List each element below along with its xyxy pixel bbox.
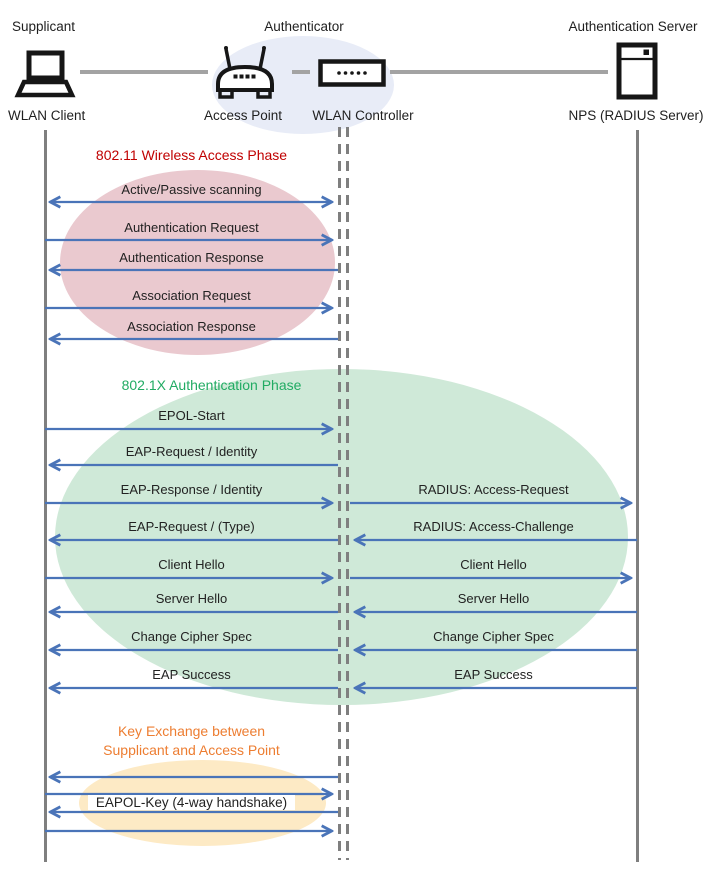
device-access-point: Access Point bbox=[203, 108, 283, 123]
message-label-change-cipher-right: Change Cipher Spec bbox=[433, 629, 554, 644]
device-wlan-client: WLAN Client bbox=[8, 108, 86, 123]
message-label-authentication-response: Authentication Response bbox=[119, 250, 264, 265]
phase3-title-line2: Supplicant and Access Point bbox=[103, 742, 280, 758]
message-label-change-cipher-left: Change Cipher Spec bbox=[131, 629, 252, 644]
role-supplicant: Supplicant bbox=[12, 19, 76, 34]
message-label-eap-success-right: EAP Success bbox=[454, 667, 533, 682]
role-authenticator: Authenticator bbox=[264, 19, 344, 34]
device-wlan-controller: WLAN Controller bbox=[312, 108, 414, 123]
phase3-title-line1: Key Exchange between bbox=[117, 723, 266, 739]
device-nps-radius-server: NPS (RADIUS Server) bbox=[568, 108, 704, 123]
message-label-client-hello-left: Client Hello bbox=[158, 557, 225, 572]
access-point-icon bbox=[216, 46, 274, 99]
laptop-icon bbox=[14, 50, 76, 98]
wlan-controller-icon bbox=[318, 59, 386, 87]
server-lifeline bbox=[636, 130, 639, 862]
message-label-eap-request-type: EAP-Request / (Type) bbox=[128, 519, 255, 534]
connector-line-segment bbox=[390, 70, 608, 74]
message-label-association-request: Association Request bbox=[132, 288, 251, 303]
message-label-radius-access-request: RADIUS: Access-Request bbox=[418, 482, 569, 497]
eapol-key-text: EAPOL-Key (4-way handshake) bbox=[87, 795, 296, 810]
connector-line-segment bbox=[80, 70, 208, 74]
role-authentication-server: Authentication Server bbox=[568, 19, 698, 34]
server-icon bbox=[616, 42, 658, 100]
message-label-active-passive-scanning: Active/Passive scanning bbox=[121, 182, 262, 197]
phase2-title: 802.1X Authentication Phase bbox=[121, 377, 302, 393]
phase1-title: 802.11 Wireless Access Phase bbox=[95, 147, 288, 163]
message-label-eap-request-identity: EAP-Request / Identity bbox=[125, 444, 258, 459]
message-label-eapol-key: EAPOL-Key (4-way handshake) bbox=[46, 795, 337, 811]
message-label-server-hello-left: Server Hello bbox=[155, 591, 228, 606]
message-label-radius-access-challenge: RADIUS: Access-Challenge bbox=[413, 519, 574, 534]
supplicant-lifeline bbox=[44, 130, 47, 862]
message-label-epol-start: EPOL-Start bbox=[158, 408, 225, 423]
message-label-authentication-request: Authentication Request bbox=[124, 220, 259, 235]
message-label-client-hello-right: Client Hello bbox=[460, 557, 527, 572]
message-label-eap-success-left: EAP Success bbox=[152, 667, 231, 682]
message-label-server-hello-right: Server Hello bbox=[457, 591, 530, 606]
controller-lifeline-dashed-2 bbox=[346, 127, 349, 860]
connector-line-dash bbox=[292, 70, 310, 74]
message-label-association-response: Association Response bbox=[127, 319, 256, 334]
message-label-eap-response-identity: EAP-Response / Identity bbox=[120, 482, 263, 497]
controller-lifeline-dashed-1 bbox=[338, 127, 341, 860]
